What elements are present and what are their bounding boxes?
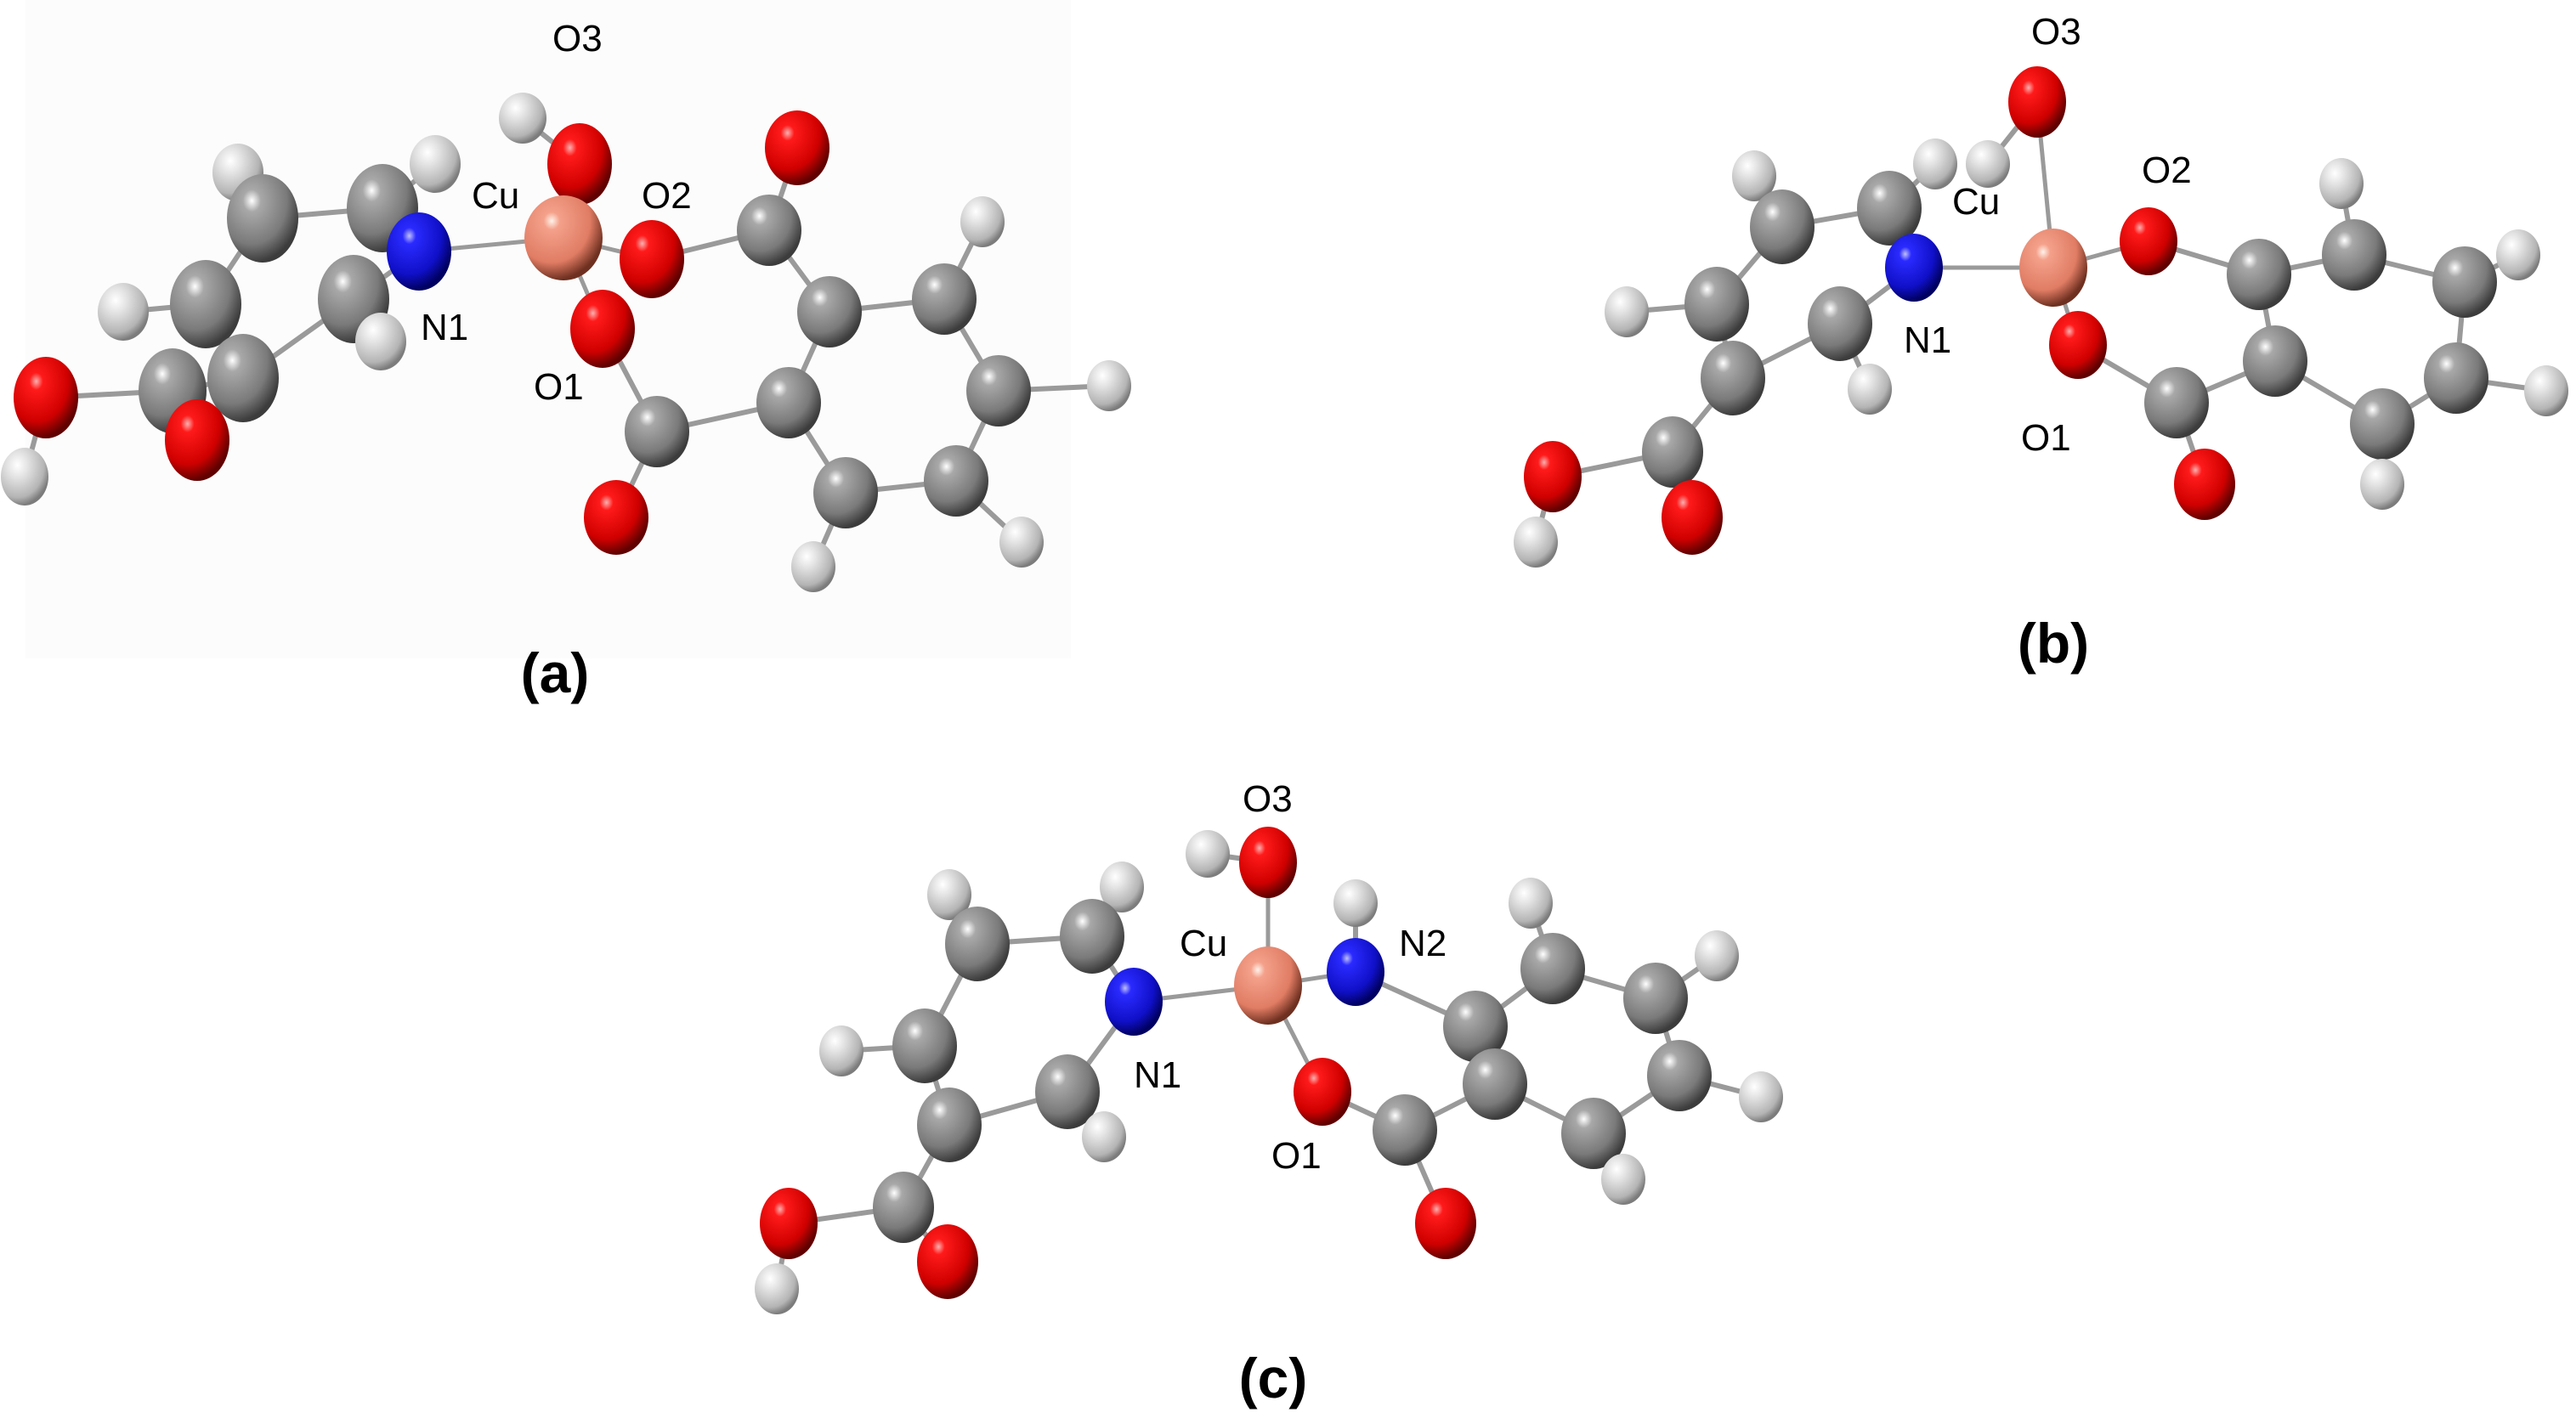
atom-label: Cu [472,175,519,217]
atoms-b [1514,66,2568,568]
atom-label: Cu [1952,181,2000,223]
panel-caption-c: (c) [1239,1347,1308,1410]
atom-o3 [547,123,612,205]
atom-label: N1 [1904,319,1951,361]
labels-b: O3 Cu O2 N1 O1 (b) [1904,11,2192,675]
atom-o2 [620,220,684,298]
atom-label: N1 [1134,1054,1181,1096]
labels-c: O3 Cu N2 N1 O1 (c) [1134,778,1447,1410]
atom-label: O3 [2031,11,2081,53]
atom-label: O2 [642,175,692,217]
atom-label: O3 [552,18,603,59]
atom-n1 [387,212,451,291]
atom-o1 [570,290,635,368]
labels-a: O3 Cu O2 N1 O1 (a) [421,18,692,704]
atom-cu [524,195,603,280]
panel-caption-b: (b) [2018,612,2089,675]
atoms-a [1,93,1131,592]
panel-caption-a: (a) [521,641,590,704]
atom-label: N2 [1399,923,1447,964]
atoms-c [755,827,1783,1314]
atom-label: O3 [1243,778,1293,820]
atom-label: O1 [1271,1135,1322,1177]
atom-label: N1 [421,307,468,348]
atom-label: Cu [1180,923,1227,964]
atom-label: O2 [2142,150,2192,191]
atom-label: O1 [534,366,584,408]
atom-label: O1 [2021,417,2071,459]
